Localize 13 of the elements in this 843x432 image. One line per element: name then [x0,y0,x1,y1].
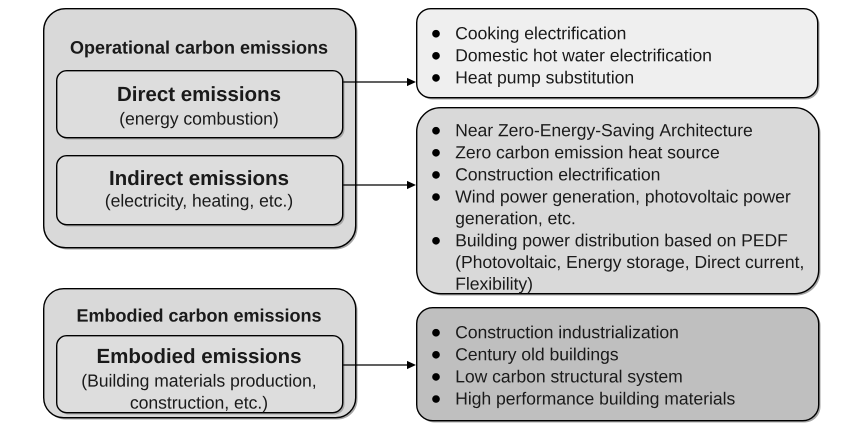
list-item: High performance building materials [456,392,735,408]
list-item: Near Zero-Energy-Saving Architecture [456,124,752,140]
list-item: Heat pump substitution [456,70,634,88]
list-item: Domestic hot water electrification [456,48,711,62]
list-item: Construction electrification [456,168,660,181]
list-item: Building power distribution based on PEDF (Photovoltaic, Energy storage, Direct current, Flexibility) [456,234,803,294]
list-item: Wind power generation, photovoltaic power generation, etc. [455,190,790,228]
list-item: Century old buildings [456,348,618,364]
list-item: Zero carbon emission heat source [456,146,719,158]
list-item: Low carbon structural system [456,370,682,386]
group-heading: Embodied carbon emissions [78,308,321,322]
list-item: Cooking electrification [456,26,626,43]
list-item: Construction industrialization [456,326,678,338]
